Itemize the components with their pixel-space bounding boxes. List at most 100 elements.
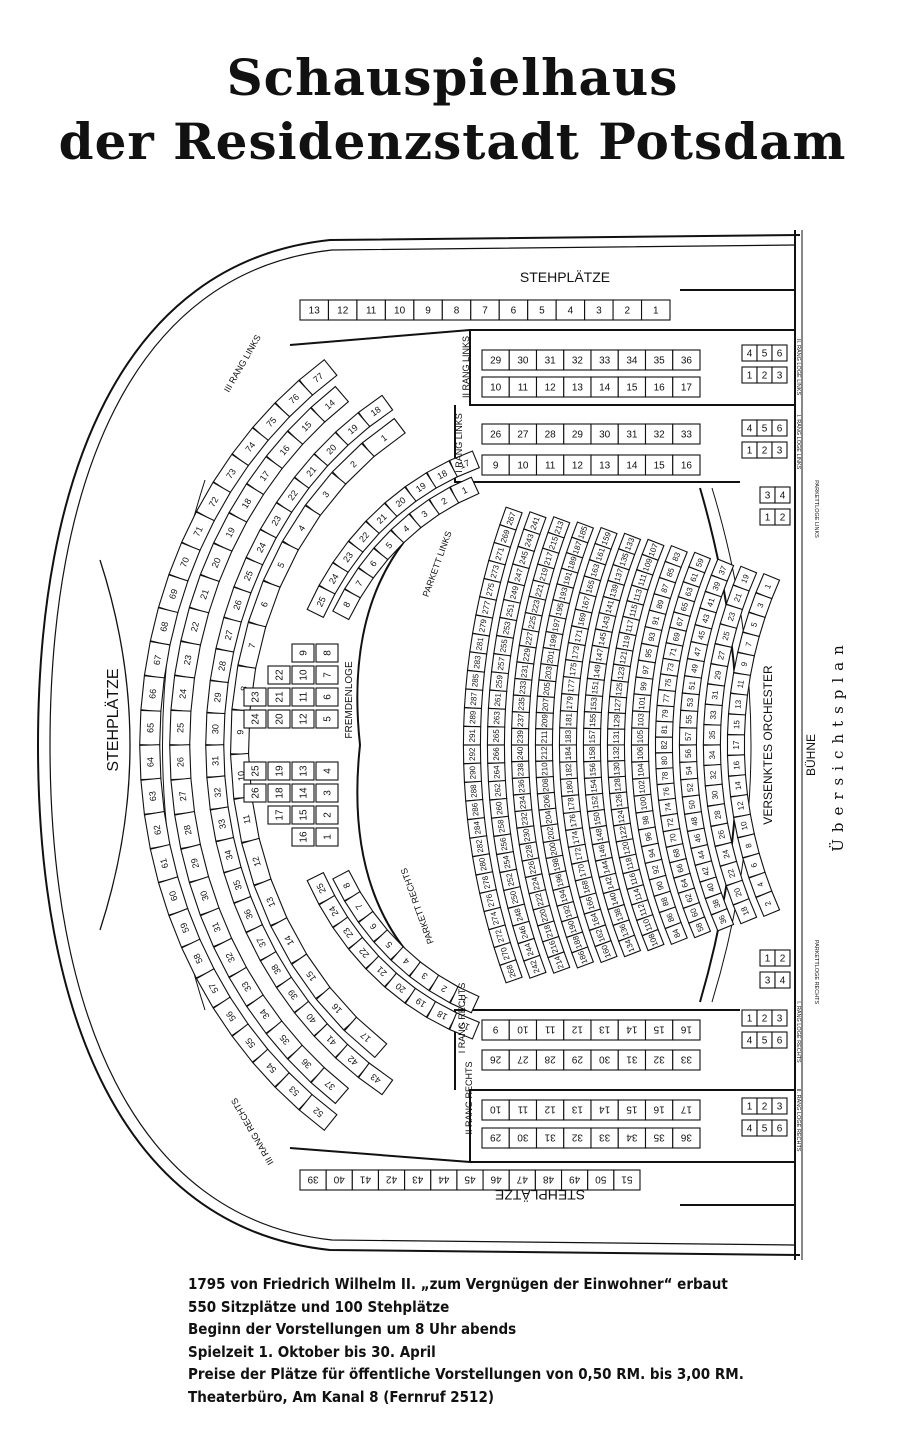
seat-i-links-a[interactable]: 32 <box>644 423 674 445</box>
seat-parkett[interactable]: 75 <box>657 673 679 693</box>
seat-ii-rechts-a[interactable]: 13 <box>563 1099 592 1121</box>
seat-iii-inner[interactable]: 32 <box>213 937 248 978</box>
seat-i-rechts-a[interactable]: 15 <box>644 1019 674 1041</box>
seat-loge-ii-links[interactable]: 2 <box>756 366 773 384</box>
seat-iii-outer[interactable]: 56 <box>212 996 250 1037</box>
seat-steh-bottom[interactable]: 48 <box>534 1169 563 1191</box>
seat-ii-rechts-b[interactable]: 29 <box>481 1127 510 1149</box>
seat-parkett[interactable]: 15 <box>726 713 747 736</box>
seat-parkett[interactable]: 182 <box>559 760 578 780</box>
seat-parkett[interactable]: 279 <box>471 614 494 637</box>
seat-fremdenloge[interactable]: 17 <box>267 805 291 825</box>
seat-iii-inner[interactable]: 34 <box>246 994 283 1035</box>
seat-parkett[interactable]: 192 <box>556 900 579 923</box>
seat-parkett[interactable]: 23 <box>719 603 744 630</box>
seat-parkett[interactable]: 163 <box>583 559 607 582</box>
seat-ii-outer[interactable]: 24 <box>245 528 277 567</box>
seat-parkett[interactable]: 106 <box>630 744 650 763</box>
seat-parkett[interactable]: 76 <box>656 782 677 801</box>
seat-parkett[interactable]: 134 <box>617 934 642 958</box>
seat-parkett[interactable]: 16 <box>726 754 747 777</box>
seat-fremdenloge[interactable]: 25 <box>243 761 267 781</box>
seat-fremdenloge[interactable]: 22 <box>267 665 291 685</box>
seat-loge-i-rechts[interactable]: 1 <box>741 1009 758 1027</box>
seat-ii-outer[interactable]: 26 <box>223 586 252 624</box>
seat-fremdenloge[interactable]: 26 <box>243 783 267 803</box>
seat-i-bot-inner[interactable]: 1 <box>449 986 480 1014</box>
seat-loge-ii-rechts[interactable]: 3 <box>771 1097 788 1115</box>
seat-ii-rechts-b[interactable]: 30 <box>508 1127 538 1149</box>
seat-parkett[interactable]: 146 <box>591 840 613 862</box>
seat-i-rechts-a[interactable]: 9 <box>481 1019 510 1041</box>
seat-steh-bottom[interactable]: 51 <box>613 1169 641 1191</box>
seat-parkett[interactable]: 228 <box>518 841 540 862</box>
seat-parkett[interactable]: 112 <box>630 899 654 921</box>
seat-parkett[interactable]: 184 <box>558 744 578 763</box>
seat-parkett[interactable]: 203 <box>538 663 559 683</box>
seat-i-rechts-a[interactable]: 12 <box>563 1019 592 1041</box>
seat-steh-top[interactable]: 13 <box>299 299 330 321</box>
seat-parkett[interactable]: 110 <box>636 914 659 937</box>
seat-parkett[interactable]: 241 <box>523 511 547 536</box>
seat-ii-links-b[interactable]: 16 <box>644 376 674 398</box>
seat-steh-top[interactable]: 3 <box>584 299 614 321</box>
seat-parkett[interactable]: 242 <box>523 954 547 979</box>
seat-parkett[interactable]: 113 <box>626 584 649 606</box>
seat-parkett[interactable]: 204 <box>538 807 559 827</box>
seat-parkett[interactable]: 177 <box>561 676 581 696</box>
seat-i-links-a[interactable]: 26 <box>481 423 510 445</box>
seat-parkett[interactable]: 179 <box>559 693 580 713</box>
seat-ii-links-b[interactable]: 15 <box>617 376 647 398</box>
seat-parkett[interactable]: 101 <box>631 693 652 713</box>
seat-parkett[interactable]: 224 <box>524 873 547 895</box>
seat-steh-bottom[interactable]: 40 <box>325 1169 353 1191</box>
seat-i-rechts-b[interactable]: 28 <box>535 1049 565 1071</box>
seat-parkett[interactable]: 158 <box>582 744 602 763</box>
seat-parkett[interactable]: 99 <box>633 676 654 697</box>
seat-ii-outer[interactable]: 30 <box>205 712 226 746</box>
seat-i-links-b[interactable]: 12 <box>563 454 592 476</box>
seat-fremdenloge[interactable]: 11 <box>291 687 315 707</box>
seat-parkett[interactable]: 124 <box>610 807 631 827</box>
seat-i-links-b[interactable]: 15 <box>644 454 674 476</box>
seat-i-links-b[interactable]: 10 <box>508 454 538 476</box>
seat-loge-parkett-rechts[interactable]: 1 <box>759 949 776 967</box>
seat-parkett[interactable]: 253 <box>495 616 518 640</box>
seat-ii-inner[interactable]: 17 <box>343 1016 388 1059</box>
seat-parkett[interactable]: 291 <box>462 725 482 746</box>
seat-parkett[interactable]: 127 <box>607 695 628 715</box>
seat-i-top-inner[interactable]: 8 <box>332 588 362 621</box>
seat-parkett[interactable]: 238 <box>511 760 530 779</box>
seat-parkett[interactable]: 154 <box>583 776 604 796</box>
seat-iii-inner[interactable]: 18 <box>228 483 265 524</box>
seat-ii-rechts-b[interactable]: 31 <box>535 1127 565 1149</box>
seat-steh-top[interactable]: 4 <box>555 299 586 321</box>
seat-parkett[interactable]: 30 <box>704 783 726 807</box>
seat-i-top-outer[interactable]: 18 <box>426 460 459 490</box>
seat-parkett[interactable]: 105 <box>630 727 650 746</box>
seat-loge-parkett-rechts[interactable]: 3 <box>759 971 776 989</box>
seat-parkett[interactable]: 233 <box>512 677 533 698</box>
seat-ii-outer[interactable]: 32 <box>206 775 229 810</box>
seat-steh-bottom[interactable]: 46 <box>482 1169 510 1191</box>
seat-parkett[interactable]: 142 <box>598 872 621 895</box>
seat-parkett[interactable]: 108 <box>641 928 665 952</box>
seat-loge-parkett-rechts[interactable]: 4 <box>774 971 791 989</box>
seat-parkett[interactable]: 217 <box>537 547 560 570</box>
seat-parkett[interactable]: 9 <box>733 651 756 677</box>
seat-parkett[interactable]: 97 <box>635 659 656 680</box>
seat-fremdenloge[interactable]: 24 <box>243 709 267 729</box>
seat-parkett[interactable]: 194 <box>552 885 575 907</box>
seat-parkett[interactable]: 27 <box>710 643 733 668</box>
seat-parkett[interactable]: 262 <box>487 780 508 801</box>
seat-parkett[interactable]: 245 <box>512 545 535 570</box>
seat-parkett[interactable]: 283 <box>466 651 488 673</box>
seat-parkett[interactable]: 132 <box>606 744 626 762</box>
seat-parkett[interactable]: 244 <box>517 937 541 962</box>
seat-i-links-b[interactable]: 14 <box>617 454 647 476</box>
seat-steh-top[interactable]: 2 <box>612 299 643 321</box>
seat-parkett[interactable]: 62 <box>677 887 701 909</box>
seat-ii-outer[interactable]: 28 <box>209 648 235 684</box>
seat-loge-i-links[interactable]: 1 <box>741 441 758 459</box>
seat-parkett[interactable]: 55 <box>679 709 699 729</box>
